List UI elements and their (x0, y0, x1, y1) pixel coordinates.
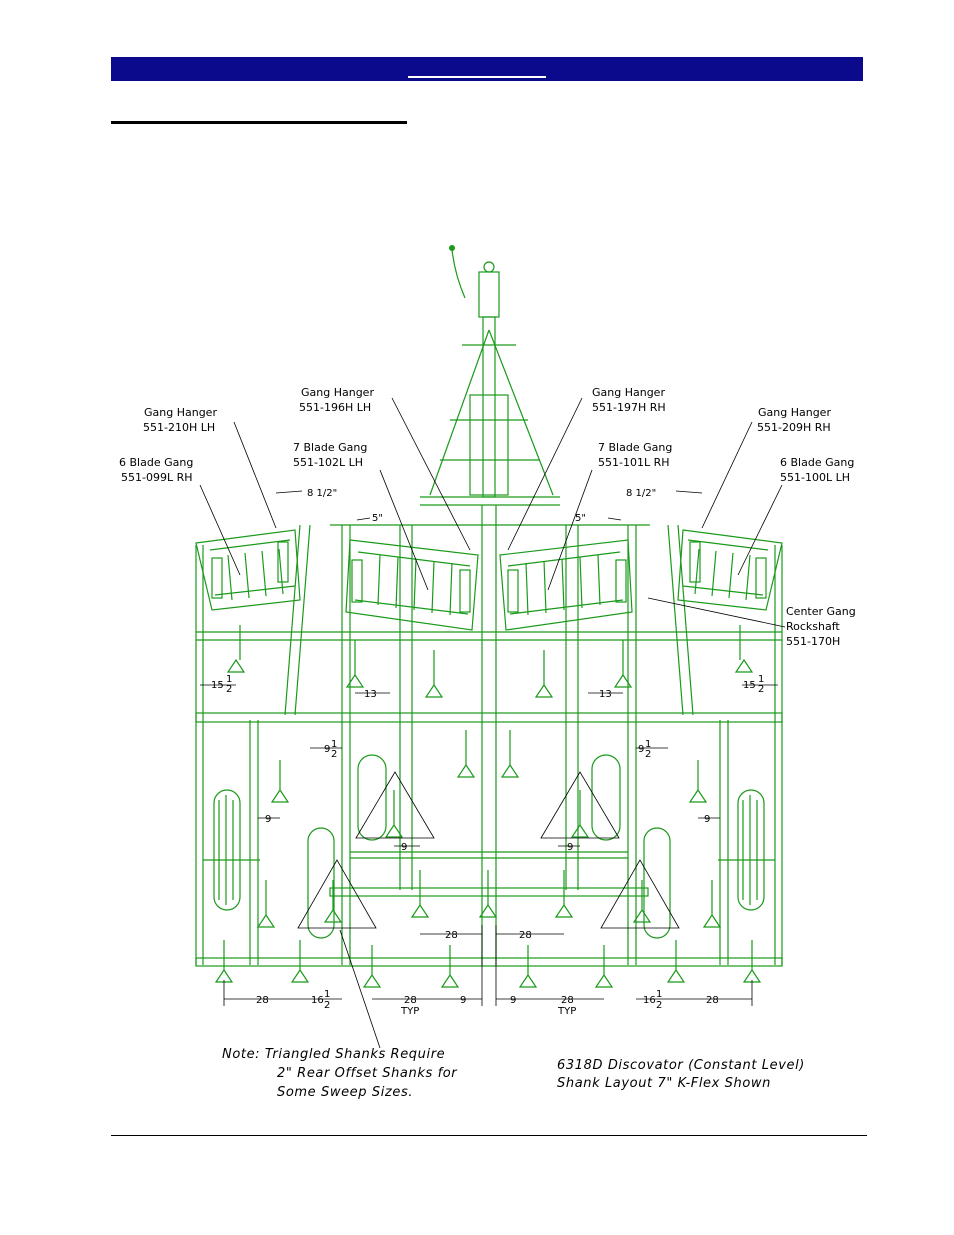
callout-labels: Gang Hanger 551-210H LH 6 Blade Gang 551… (119, 386, 856, 648)
left-inner-gang (345, 539, 479, 631)
dim-16-5-left-num: 1 (324, 989, 330, 1000)
left-outer-gang (195, 529, 301, 611)
dim-8-5-left: 8 1/2" (307, 488, 337, 499)
front-frame (195, 504, 783, 965)
footer-rule (111, 1135, 867, 1136)
dim-9-5-right-num: 1 (645, 739, 651, 750)
dim-28-bottom-4: 28 (706, 995, 719, 1006)
dim-15-left: 15 (211, 680, 224, 691)
implement-frame (195, 245, 783, 988)
gang-hanger-196-part: 551-196H LH (299, 401, 371, 414)
dim-9-bottom-left: 9 (460, 995, 466, 1006)
dim-15-left-num: 1 (226, 674, 232, 685)
dim-28-bottom-3: 28 (561, 995, 574, 1006)
gang-hanger-210-title: Gang Hanger (144, 406, 217, 419)
gang-hanger-209-title: Gang Hanger (758, 406, 831, 419)
rockshaft-line-3: 551-170H (786, 635, 840, 648)
dim-13-right: 13 (599, 689, 612, 700)
dim-9-inner-left: 9 (401, 842, 407, 853)
dim-13-left: 13 (364, 689, 377, 700)
gang-hanger-197-part: 551-197H RH (592, 401, 666, 414)
annotation-lines (199, 397, 786, 1049)
blade-gang-101-part: 551-101L RH (598, 456, 670, 469)
blade-gang-099-title: 6 Blade Gang (119, 456, 193, 469)
gang-hanger-196-title: Gang Hanger (301, 386, 374, 399)
blade-gang-099-part: 551-099L RH (121, 471, 193, 484)
blade-gang-102-part: 551-102L LH (293, 456, 363, 469)
note-left-line-1: Note: Triangled Shanks Require (222, 1047, 445, 1062)
blade-gang-102-title: 7 Blade Gang (293, 441, 367, 454)
dim-15-right-den: 2 (758, 684, 764, 695)
note-left-line-2: 2" Rear Offset Shanks for (277, 1066, 458, 1081)
dim-28-bottom-1: 28 (256, 995, 269, 1006)
rockshaft-line-1: Center Gang (786, 605, 856, 618)
dim-15-left-den: 2 (226, 684, 232, 695)
dim-28-center-right: 28 (519, 930, 532, 941)
dim-16-5-left-den: 2 (324, 1000, 330, 1011)
right-outer-gang (677, 529, 783, 611)
header-title-underline (408, 76, 546, 78)
dim-28-center-left: 28 (445, 930, 458, 941)
gauge-wheels (213, 754, 765, 939)
dim-16-5-right-den: 2 (656, 1000, 662, 1011)
dim-9-5-left: 9 (324, 744, 330, 755)
dim-9-5-right-den: 2 (645, 749, 651, 760)
gang-hanger-197-title: Gang Hanger (592, 386, 665, 399)
note-right-line-1: 6318D Discovator (Constant Level) (557, 1058, 805, 1073)
dim-9-inner-right: 9 (567, 842, 573, 853)
drawing-notes: Note: Triangled Shanks Require 2" Rear O… (222, 1047, 805, 1100)
note-left-line-3: Some Sweep Sizes. (277, 1085, 413, 1100)
section-heading-rule (111, 121, 407, 124)
dim-9-5-left-den: 2 (331, 749, 337, 760)
dim-15-right-num: 1 (758, 674, 764, 685)
dimension-labels: 8 1/2" 8 1/2" 5" 5" 15 1 2 15 1 2 13 13 … (211, 488, 764, 1017)
dim-9-outer-left: 9 (265, 814, 271, 825)
dim-8-5-right: 8 1/2" (626, 488, 656, 499)
dim-9-5-right: 9 (638, 744, 644, 755)
typ-right: TYP (557, 1006, 576, 1017)
dim-9-outer-right: 9 (704, 814, 710, 825)
blade-gang-101-title: 7 Blade Gang (598, 441, 672, 454)
typ-left: TYP (400, 1006, 419, 1017)
dim-16-5-right-num: 1 (656, 989, 662, 1000)
dim-16-5-left: 16 (311, 995, 324, 1006)
dim-16-5-right: 16 (643, 995, 656, 1006)
frame-crossbars (195, 712, 783, 967)
dim-5-right: 5" (575, 513, 586, 524)
gang-hanger-210-part: 551-210H LH (143, 421, 215, 434)
hitch-assembly (420, 245, 560, 498)
dim-28-bottom-2: 28 (404, 995, 417, 1006)
blade-gang-100-title: 6 Blade Gang (780, 456, 854, 469)
rockshaft-line-2: Rockshaft (786, 620, 840, 633)
dim-9-5-left-num: 1 (331, 739, 337, 750)
dim-15-right: 15 (743, 680, 756, 691)
blade-gang-100-part: 551-100L LH (780, 471, 850, 484)
dim-9-bottom-right: 9 (510, 995, 516, 1006)
right-inner-gang (499, 539, 633, 631)
shank-sweeps (214, 625, 762, 988)
note-right-line-2: Shank Layout 7" K-Flex Shown (557, 1076, 771, 1091)
dim-5-left: 5" (372, 513, 383, 524)
gang-hanger-209-part: 551-209H RH (757, 421, 831, 434)
